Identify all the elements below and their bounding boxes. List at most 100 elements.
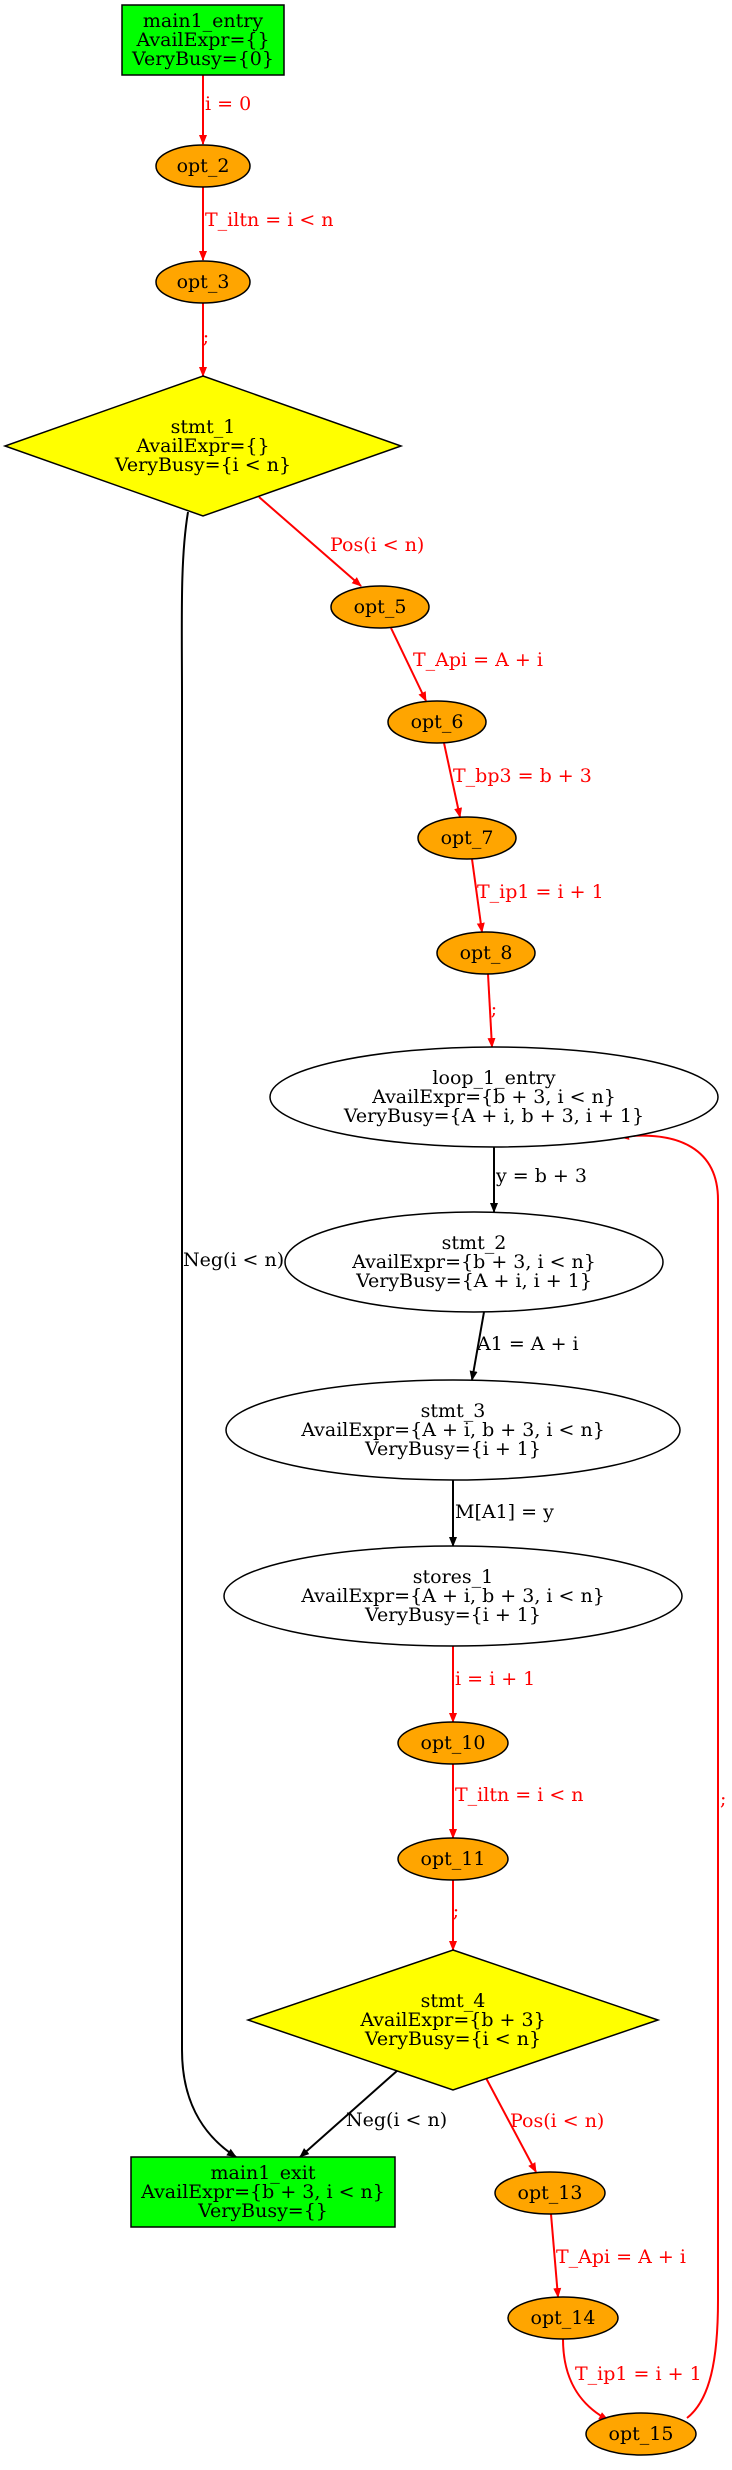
ellipse-shape bbox=[436, 931, 536, 975]
node-opt_8: opt_8 bbox=[436, 931, 536, 975]
edge-label: Pos(i < n) bbox=[510, 2110, 604, 2132]
node-opt_13: opt_13 bbox=[494, 2171, 606, 2215]
node-line: VeryBusy={A + i, i + 1} bbox=[355, 1270, 592, 1292]
ellipse-shape bbox=[155, 260, 251, 304]
node-line: VeryBusy={i < n} bbox=[364, 2028, 541, 2050]
node-title: main1_exit bbox=[211, 2162, 316, 2184]
edge-label: Pos(i < n) bbox=[330, 534, 424, 556]
edge-line bbox=[469, 1311, 485, 1381]
ellipse-shape bbox=[397, 1837, 509, 1881]
node-opt_10: opt_10 bbox=[397, 1721, 509, 1765]
edge-line bbox=[471, 858, 485, 933]
diamond-shape bbox=[2, 375, 404, 517]
edge-label: T_iltn = i < n bbox=[455, 1784, 584, 1806]
ellipse-shape bbox=[223, 1545, 683, 1647]
edge-label: T_iltn = i < n bbox=[205, 209, 334, 231]
edge-label: ; bbox=[491, 998, 497, 1020]
node-opt_7: opt_7 bbox=[417, 816, 517, 860]
edge-line bbox=[258, 496, 362, 587]
edge-line bbox=[485, 2077, 537, 2173]
edge-line bbox=[299, 2069, 399, 2158]
edge-opt_13-to-opt_14: T_Api = A + i bbox=[550, 2213, 686, 2298]
edge-label: T_Api = A + i bbox=[556, 2246, 686, 2268]
edge-label: T_bp3 = b + 3 bbox=[453, 765, 592, 787]
node-opt_14: opt_14 bbox=[507, 2296, 619, 2340]
ellipse-shape bbox=[585, 2412, 697, 2456]
node-title: opt_2 bbox=[177, 155, 230, 177]
node-title: stores_1 bbox=[413, 1566, 494, 1588]
edge-opt_2-to-opt_3: T_iltn = i < n bbox=[199, 187, 334, 261]
ellipse-shape bbox=[397, 1721, 509, 1765]
edge-opt_5-to-opt_6: T_Api = A + i bbox=[390, 627, 543, 702]
node-title: opt_15 bbox=[609, 2423, 674, 2445]
edge-label: T_ip1 = i + 1 bbox=[575, 2363, 702, 2385]
node-title: stmt_3 bbox=[421, 1400, 486, 1422]
node-line: AvailExpr={} bbox=[135, 435, 269, 457]
ellipse-shape bbox=[225, 1379, 681, 1481]
node-line: VeryBusy={0} bbox=[131, 48, 274, 70]
node-opt_3: opt_3 bbox=[155, 260, 251, 304]
edge-stmt_1-to-main1_exit: Neg(i < n) bbox=[180, 511, 284, 2158]
node-title: stmt_1 bbox=[171, 416, 236, 438]
edge-stmt_4-to-main1_exit: Neg(i < n) bbox=[299, 2069, 447, 2158]
edge-line bbox=[180, 511, 237, 2158]
node-title: opt_13 bbox=[518, 2182, 583, 2204]
node-line: VeryBusy={i < n} bbox=[114, 454, 291, 476]
edge-stores_1-to-opt_10: i = i + 1 bbox=[449, 1646, 535, 1723]
edge-line bbox=[562, 2338, 609, 2421]
node-title: stmt_4 bbox=[421, 1990, 486, 2012]
node-title: opt_3 bbox=[177, 271, 230, 293]
node-line: AvailExpr={A + i, b + 3, i < n} bbox=[300, 1419, 605, 1441]
edge-loop_1_entry-to-stmt_2: y = b + 3 bbox=[490, 1147, 587, 1213]
edge-line bbox=[487, 973, 496, 1048]
edge-label: i = i + 1 bbox=[455, 1668, 535, 1690]
edge-label: ; bbox=[453, 1900, 459, 1922]
edge-label: T_Api = A + i bbox=[413, 649, 543, 671]
node-opt_11: opt_11 bbox=[397, 1837, 509, 1881]
edges-layer: i = 0 T_iltn = i < n; Pos(i < n) Neg(i < n)… bbox=[180, 75, 726, 2421]
edge-label: A1 = A + i bbox=[476, 1333, 579, 1355]
edge-opt_6-to-opt_7: T_bp3 = b + 3 bbox=[443, 742, 592, 818]
edge-label: ; bbox=[720, 1788, 726, 1810]
edge-line bbox=[390, 627, 427, 702]
diamond-shape bbox=[245, 1949, 661, 2091]
edge-opt_7-to-opt_8: T_ip1 = i + 1 bbox=[471, 858, 604, 933]
edge-label: Neg(i < n) bbox=[183, 1249, 284, 1271]
node-line: AvailExpr={A + i, b + 3, i < n} bbox=[300, 1585, 605, 1607]
edge-label: T_ip1 = i + 1 bbox=[477, 881, 604, 903]
ellipse-shape bbox=[155, 144, 251, 188]
node-line: VeryBusy={} bbox=[197, 2200, 328, 2222]
edge-line bbox=[443, 742, 463, 818]
ellipse-shape bbox=[269, 1046, 719, 1148]
edge-stmt_3-to-stores_1: M[A1] = y bbox=[449, 1480, 554, 1547]
node-line: AvailExpr={b + 3} bbox=[359, 2009, 545, 2031]
ellipse-shape bbox=[330, 585, 430, 629]
node-line: AvailExpr={b + 3, i < n} bbox=[351, 1251, 596, 1273]
edge-opt_15-to-loop_1_entry: ; bbox=[619, 1131, 726, 2419]
node-line: AvailExpr={b + 3, i < n} bbox=[371, 1086, 616, 1108]
node-line: AvailExpr={b + 3, i < n} bbox=[140, 2181, 385, 2203]
node-opt_2: opt_2 bbox=[155, 144, 251, 188]
node-title: main1_entry bbox=[143, 10, 263, 32]
node-title: opt_5 bbox=[354, 596, 407, 618]
node-title: opt_8 bbox=[460, 942, 513, 964]
ellipse-shape bbox=[507, 2296, 619, 2340]
edge-line bbox=[619, 1131, 719, 2419]
edge-label: Neg(i < n) bbox=[346, 2109, 447, 2131]
edge-line bbox=[550, 2213, 562, 2298]
ellipse-shape bbox=[284, 1211, 664, 1313]
node-opt_6: opt_6 bbox=[387, 700, 487, 744]
ellipse-shape bbox=[494, 2171, 606, 2215]
node-line: VeryBusy={i + 1} bbox=[364, 1604, 541, 1626]
edge-opt_8-to-loop_1_entry: ; bbox=[487, 973, 497, 1048]
edge-main1_entry-to-opt_2: i = 0 bbox=[199, 75, 251, 145]
node-title: opt_7 bbox=[441, 827, 494, 849]
node-title: stmt_2 bbox=[442, 1232, 507, 1254]
ellipse-shape bbox=[387, 700, 487, 744]
edge-opt_11-to-stmt_4: ; bbox=[449, 1880, 459, 1951]
